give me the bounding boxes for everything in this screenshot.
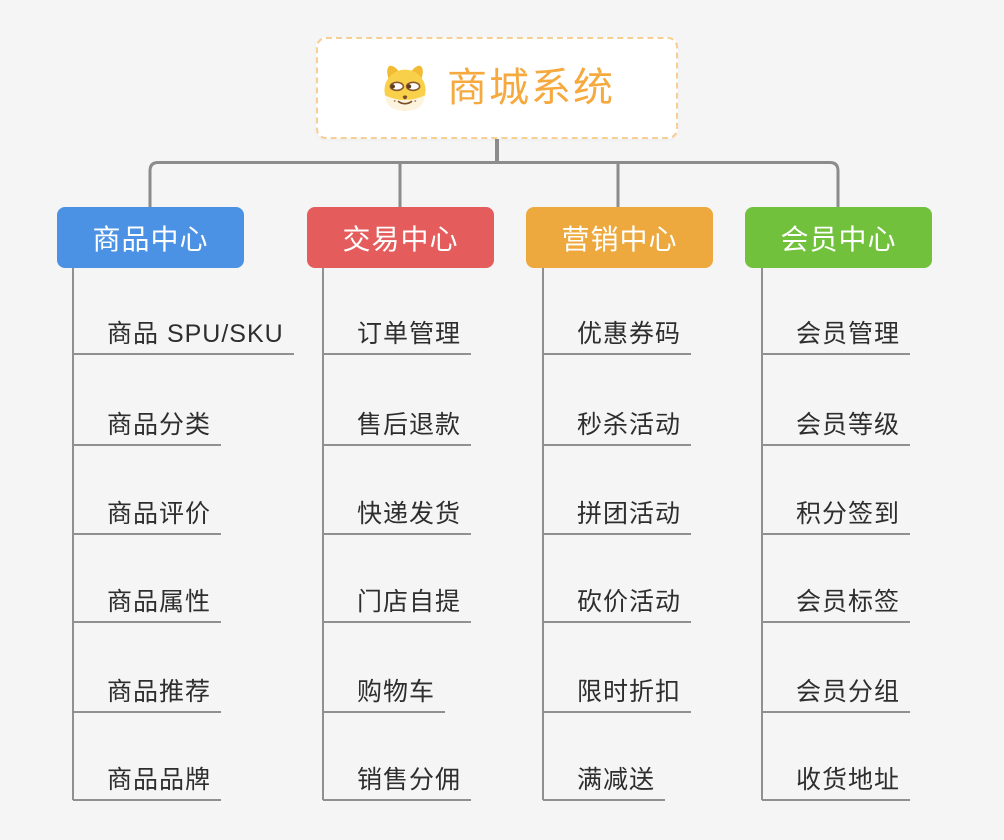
leaf-node[interactable]: 售后退款 xyxy=(323,411,472,446)
leaf-node[interactable]: 商品推荐 xyxy=(73,678,222,713)
leaf-node[interactable]: 购物车 xyxy=(323,678,446,713)
leaf-node[interactable]: 拼团活动 xyxy=(543,500,692,535)
leaf-node[interactable]: 积分签到 xyxy=(762,500,911,535)
leaf-node[interactable]: 限时折扣 xyxy=(543,678,692,713)
leaf-node[interactable]: 会员标签 xyxy=(762,588,911,623)
leaf-node[interactable]: 商品分类 xyxy=(73,411,222,446)
leaf-node[interactable]: 商品 SPU/SKU xyxy=(73,320,294,355)
leaf-node[interactable]: 商品属性 xyxy=(73,588,222,623)
leaf-node[interactable]: 订单管理 xyxy=(323,320,472,355)
leaf-node[interactable]: 快递发货 xyxy=(323,500,472,535)
leaf-node[interactable]: 砍价活动 xyxy=(543,588,692,623)
leaf-node[interactable]: 会员分组 xyxy=(762,678,911,713)
leaf-node[interactable]: 会员管理 xyxy=(762,320,911,355)
branch-node-member[interactable]: 会员中心 xyxy=(745,207,932,268)
root-node[interactable]: 商城系统 xyxy=(316,37,678,139)
leaf-node[interactable]: 满减送 xyxy=(543,766,666,801)
leaf-node[interactable]: 收货地址 xyxy=(762,766,911,801)
root-label: 商城系统 xyxy=(447,66,615,110)
leaf-node[interactable]: 商品品牌 xyxy=(73,766,222,801)
leaf-node[interactable]: 会员等级 xyxy=(762,411,911,446)
leaf-node[interactable]: 商品评价 xyxy=(73,500,222,535)
branch-node-trade[interactable]: 交易中心 xyxy=(307,207,494,268)
leaf-node[interactable]: 销售分佣 xyxy=(323,766,472,801)
dog-face-icon xyxy=(379,62,431,114)
branch-node-product[interactable]: 商品中心 xyxy=(57,207,244,268)
leaf-node[interactable]: 门店自提 xyxy=(323,588,472,623)
leaf-node[interactable]: 优惠券码 xyxy=(543,320,692,355)
branch-node-marketing[interactable]: 营销中心 xyxy=(526,207,713,268)
leaf-node[interactable]: 秒杀活动 xyxy=(543,411,692,446)
